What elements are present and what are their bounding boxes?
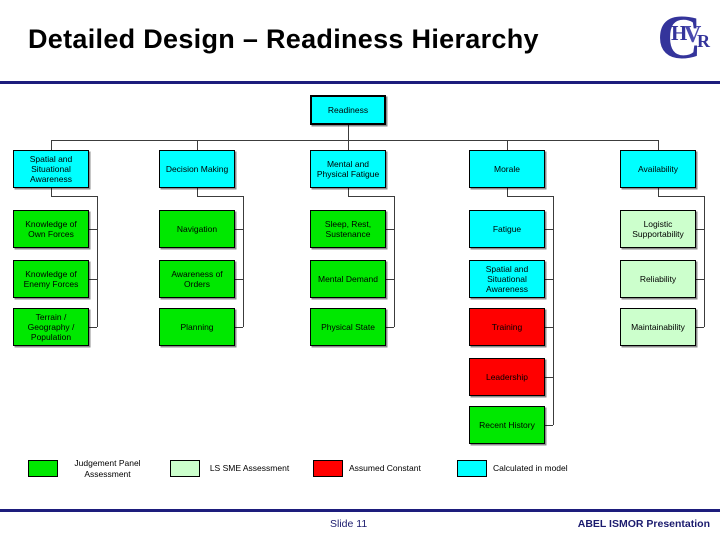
connector-line [696,229,704,230]
node-leadership: Leadership [469,358,545,396]
connector-line [197,196,243,197]
node-spatial-situational-awareness: Spatial and Situational Awareness [13,150,89,188]
footer-divider [0,509,720,512]
connector-line [507,188,508,196]
connector-line [89,279,97,280]
node-planning: Planning [159,308,235,346]
legend-swatch-ls-sme [170,460,200,477]
node-reliability: Reliability [620,260,696,298]
connector-line [545,425,553,426]
connector-line [545,377,553,378]
slide-number: Slide 11 [330,518,368,530]
node-knowledge-enemy-forces: Knowledge of Enemy Forces [13,260,89,298]
connector-line [696,327,704,328]
connector-line [197,140,198,150]
node-logistic-supportability: Logistic Supportability [620,210,696,248]
node-training: Training [469,308,545,346]
connector-line [394,196,395,327]
svg-text:R: R [697,31,711,51]
connector-line [545,327,553,328]
connector-line [348,125,349,140]
connector-line [386,327,394,328]
legend-label-assumed-constant: Assumed Constant [349,463,421,474]
node-sleep-rest-sustenance: Sleep, Rest, Sustenance [310,210,386,248]
connector-line [89,327,97,328]
connector-line [51,140,52,150]
connector-line [658,140,659,150]
connector-line [235,327,243,328]
legend-label-calculated: Calculated in model [493,463,568,474]
connector-line [704,196,705,327]
header-divider [0,81,720,84]
connector-line [51,196,97,197]
legend-swatch-calculated [457,460,487,477]
node-mental-physical-fatigue: Mental and Physical Fatigue [310,150,386,188]
connector-line [348,140,349,150]
connector-line [507,140,508,150]
connector-line [658,188,659,196]
page-title: Detailed Design – Readiness Hierarchy [28,24,539,54]
node-decision-making: Decision Making [159,150,235,188]
hvr-logo: C H V R [657,4,711,72]
node-awareness-of-orders: Awareness of Orders [159,260,235,298]
connector-line [507,196,553,197]
connector-line [553,196,554,425]
node-knowledge-own-forces: Knowledge of Own Forces [13,210,89,248]
node-recent-history: Recent History [469,406,545,444]
connector-line [658,196,704,197]
connector-line [545,229,553,230]
legend-label-judgement-panel: Judgement Panel Assessment [74,457,141,479]
connector-line [89,229,97,230]
connector-line [348,188,349,196]
node-maintainability: Maintainability [620,308,696,346]
footer-presentation-label: ABEL ISMOR Presentation [577,518,710,530]
connector-line [386,279,394,280]
svg-text:C: C [657,4,702,72]
connector-line [235,279,243,280]
node-terrain-geography-population: Terrain / Geography / Population [13,308,89,346]
legend-label-ls-sme: LS SME Assessment [209,463,290,474]
connector-line [243,196,244,327]
connector-line [51,140,658,141]
connector-line [545,279,553,280]
node-physical-state: Physical State [310,308,386,346]
node-readiness: Readiness [310,95,386,125]
legend-swatch-judgement-panel [28,460,58,477]
connector-line [235,229,243,230]
node-availability: Availability [620,150,696,188]
connector-line [197,188,198,196]
connector-line [386,229,394,230]
connector-line [348,196,394,197]
node-spatial-situational-awareness-morale: Spatial and Situational Awareness [469,260,545,298]
node-navigation: Navigation [159,210,235,248]
svg-text:V: V [684,22,702,48]
connector-line [696,279,704,280]
svg-text:H: H [671,21,687,45]
node-mental-demand: Mental Demand [310,260,386,298]
connector-line [51,188,52,196]
node-fatigue: Fatigue [469,210,545,248]
legend-swatch-assumed-constant [313,460,343,477]
node-morale: Morale [469,150,545,188]
connector-line [97,196,98,327]
